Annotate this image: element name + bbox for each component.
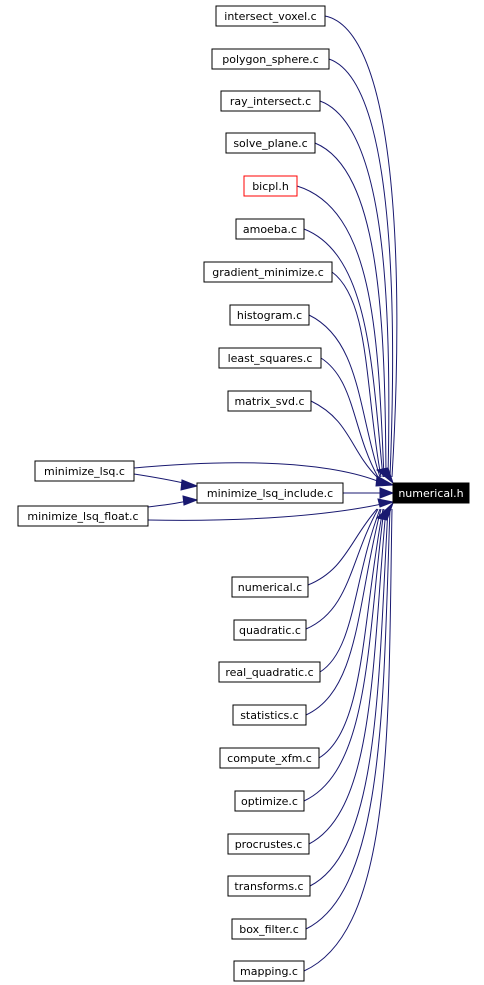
- node-label: solve_plane.c: [233, 137, 307, 150]
- graph-arrowheads: [180, 467, 395, 521]
- node-label: optimize.c: [241, 795, 298, 808]
- node-label: minimize_lsq.c: [44, 465, 125, 478]
- node-minimize-lsq-float[interactable]: minimize_lsq_float.c: [17, 505, 149, 527]
- edge-procrustes-to-numerical: [308, 508, 387, 845]
- edge-minimize_lsq_float-to-minimize_lsq_include: [147, 500, 189, 508]
- edge-solve_plane-to-numerical: [314, 142, 387, 478]
- edge-compute_xfm-to-numerical: [318, 508, 384, 759]
- node-procrustes[interactable]: procrustes.c: [227, 833, 310, 855]
- edge-real_quadratic-to-numerical: [319, 508, 381, 673]
- edge-minimize_lsq_float-to-numerical: [147, 503, 383, 521]
- node-label: minimize_lsq_float.c: [27, 510, 138, 523]
- edge-optimize-to-numerical: [303, 508, 385, 802]
- node-label: bicpl.h: [252, 180, 289, 193]
- edge-intersect_voxel-to-numerical: [324, 15, 398, 478]
- edge-box_filter-to-numerical: [305, 508, 391, 930]
- edge-polygon_sphere-to-numerical: [328, 58, 394, 478]
- edge-amoeba-to-numerical: [303, 228, 384, 478]
- node-label: matrix_svd.c: [234, 395, 304, 408]
- node-polygon-sphere[interactable]: polygon_sphere.c: [211, 48, 330, 70]
- edge-numerical_c-to-numerical: [307, 508, 378, 586]
- node-label: mapping.c: [240, 965, 298, 978]
- node-label: polygon_sphere.c: [222, 53, 319, 66]
- node-label: histogram.c: [237, 309, 302, 322]
- arrowhead-include-node: [180, 479, 199, 491]
- node-amoeba[interactable]: amoeba.c: [235, 218, 305, 240]
- node-real-quadratic[interactable]: real_quadratic.c: [218, 661, 321, 683]
- node-label: gradient_minimize.c: [212, 266, 324, 279]
- graph-edges: [133, 15, 398, 972]
- nodes-bottom-group: numerical.c quadratic.c real_quadratic.c…: [218, 576, 321, 982]
- nodes-top-group: intersect_voxel.c polygon_sphere.c ray_i…: [203, 5, 333, 412]
- arrowhead-float-to-include: [182, 495, 199, 506]
- node-intersect-voxel[interactable]: intersect_voxel.c: [215, 5, 326, 27]
- node-matrix-svd[interactable]: matrix_svd.c: [227, 390, 312, 412]
- node-box-filter[interactable]: box_filter.c: [231, 918, 307, 940]
- node-label: statistics.c: [240, 709, 299, 722]
- node-statistics[interactable]: statistics.c: [232, 704, 307, 726]
- edge-histogram-to-numerical: [308, 314, 381, 478]
- node-label: transforms.c: [234, 880, 303, 893]
- edge-quadratic-to-numerical: [305, 508, 379, 630]
- node-label: box_filter.c: [239, 923, 299, 936]
- node-compute-xfm[interactable]: compute_xfm.c: [219, 747, 320, 769]
- node-label: numerical.h: [398, 487, 463, 500]
- node-least-squares[interactable]: least_squares.c: [218, 347, 322, 369]
- node-quadratic[interactable]: quadratic.c: [233, 619, 307, 641]
- node-label: quadratic.c: [239, 624, 301, 637]
- arrowhead-include-to-numerical: [379, 487, 395, 499]
- nodes-middle-group: minimize_lsq.c minimize_lsq_include.c mi…: [17, 460, 470, 527]
- node-label: procrustes.c: [235, 838, 303, 851]
- edge-minimize_lsq-to-numerical: [133, 462, 381, 483]
- node-label: minimize_lsq_include.c: [207, 487, 333, 500]
- edge-gradient_minimize-to-numerical: [331, 271, 382, 478]
- node-minimize-lsq[interactable]: minimize_lsq.c: [34, 460, 135, 482]
- edge-transforms-to-numerical: [309, 508, 389, 887]
- node-label: compute_xfm.c: [227, 752, 312, 765]
- arrowhead-minimize_lsq: [375, 475, 395, 487]
- node-optimize[interactable]: optimize.c: [234, 790, 305, 812]
- arrowhead-float-to-numerical: [377, 498, 395, 508]
- node-minimize-lsq-include[interactable]: minimize_lsq_include.c: [196, 482, 344, 504]
- node-ray-intersect[interactable]: ray_intersect.c: [220, 90, 321, 112]
- node-gradient-minimize[interactable]: gradient_minimize.c: [203, 261, 333, 283]
- node-label: amoeba.c: [243, 223, 297, 236]
- node-transforms[interactable]: transforms.c: [227, 875, 311, 897]
- edge-statistics-to-numerical: [305, 508, 382, 716]
- node-label: real_quadratic.c: [225, 666, 313, 679]
- node-numerical-c[interactable]: numerical.c: [231, 576, 309, 598]
- edge-least_squares-to-numerical: [320, 357, 379, 478]
- node-bicpl-h[interactable]: bicpl.h: [243, 175, 298, 197]
- edge-minimize_lsq-to-minimize_lsq_include: [133, 473, 189, 485]
- node-label: numerical.c: [238, 581, 302, 594]
- edge-matrix_svd-to-numerical: [310, 400, 378, 478]
- node-label: ray_intersect.c: [230, 95, 311, 108]
- edge-mapping-to-numerical: [303, 508, 393, 972]
- node-solve-plane[interactable]: solve_plane.c: [225, 132, 316, 154]
- arrowhead-top: [375, 467, 395, 485]
- node-label: least_squares.c: [228, 352, 313, 365]
- edge-bicpl-to-numerical: [296, 185, 385, 478]
- edge-ray_intersect-to-numerical: [319, 100, 390, 478]
- arrowhead-bottom: [375, 502, 394, 521]
- node-mapping[interactable]: mapping.c: [233, 960, 305, 982]
- node-numerical-h-target[interactable]: numerical.h: [392, 482, 470, 504]
- node-label: intersect_voxel.c: [224, 10, 316, 23]
- node-histogram[interactable]: histogram.c: [229, 304, 310, 326]
